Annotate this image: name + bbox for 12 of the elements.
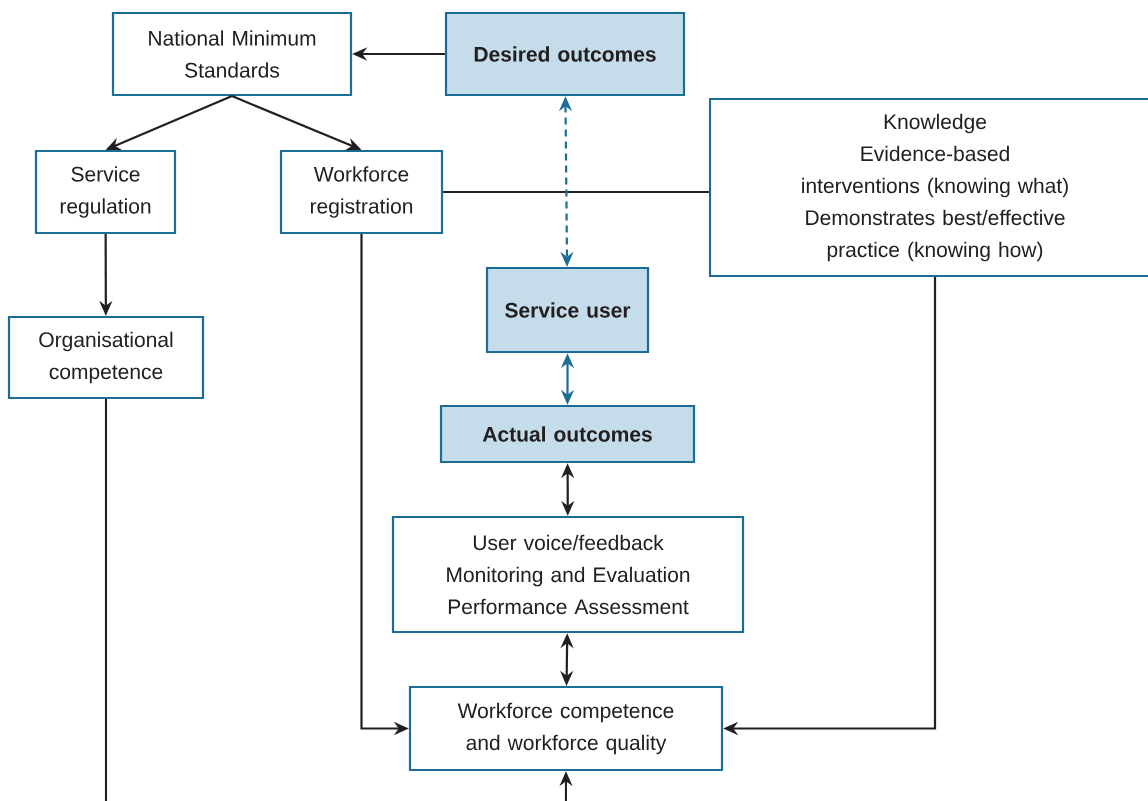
outcome-box: Actual outcomes	[439, 404, 696, 464]
outcome-box: Desired outcomes	[444, 11, 686, 97]
service-user-box: Service user	[485, 266, 650, 354]
process-box: Organisational competence	[7, 315, 205, 400]
competence-box: Workforce competence and workforce quality	[408, 685, 724, 772]
knowledge-box: Knowledge Evidence-based interventions (knowing what) Demonstrates best/effective practice (knowing how)	[708, 97, 1148, 278]
process-box: Service regulation	[34, 149, 177, 235]
connector-line	[104, 399, 108, 801]
standards-box: National Minimum Standards	[111, 11, 353, 97]
connector-line	[443, 190, 709, 194]
feedback-box: User voice/feedback Monitoring and Evaluation Performance Assessment	[391, 515, 745, 634]
process-box: Workforce registration	[279, 149, 444, 235]
